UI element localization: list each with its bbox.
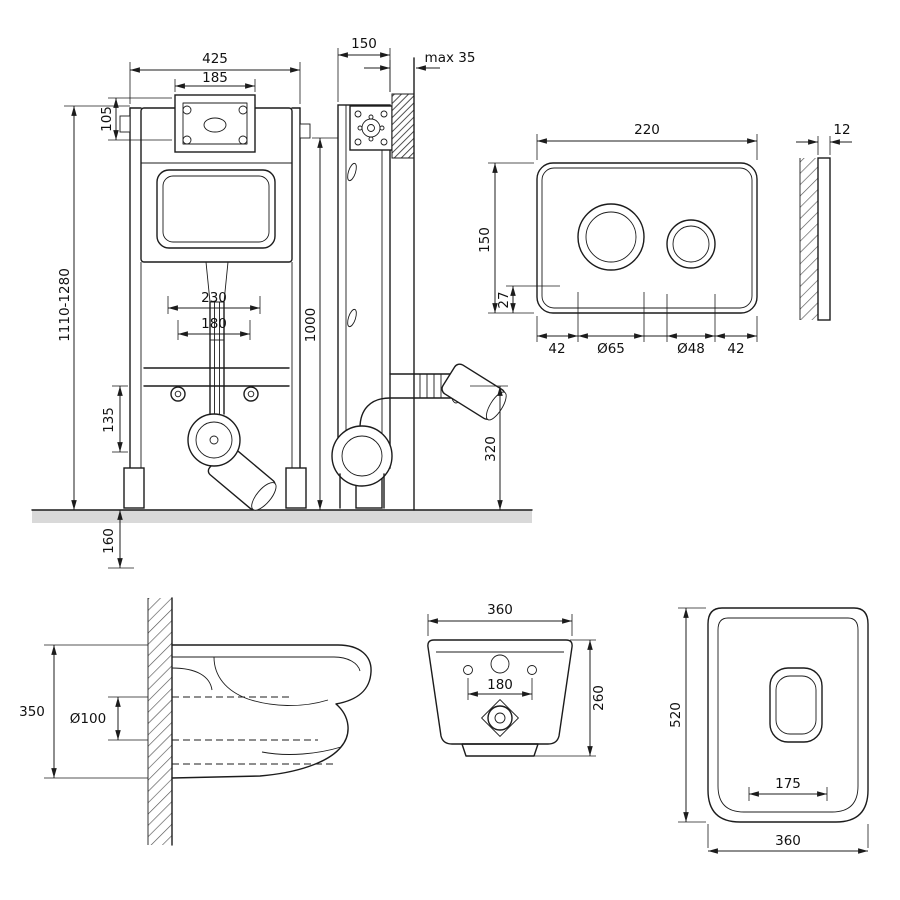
dim-bowl-front-width: 360 [487, 602, 513, 618]
frame-foot-right [285, 467, 307, 509]
frame-side-rail [337, 104, 391, 469]
cistern-tank [156, 169, 276, 249]
view-flush-plate: 220 150 27 42 Ø65 Ø48 42 [477, 122, 758, 357]
dim-frame-depth: 150 [351, 36, 377, 52]
wall-hatch [800, 158, 818, 320]
bowl-top-outline [707, 607, 869, 823]
bowl-profile [171, 644, 372, 779]
access-box [174, 94, 256, 153]
dim-access-height: 105 [99, 106, 115, 132]
frame-left-clip [119, 115, 131, 133]
fixing-bolt-right [243, 386, 259, 402]
dim-plate-offset: 27 [496, 291, 512, 308]
view-bowl-front: 360 180 260 [427, 602, 607, 757]
dim-frame-width: 425 [202, 51, 228, 67]
dim-plate-thickness: 12 [833, 122, 850, 138]
drain-hole [487, 705, 513, 731]
view-bowl-side: 350 Ø100 [19, 597, 372, 846]
dim-230: 230 [201, 290, 227, 306]
dim-small-button-diameter: Ø48 [677, 341, 705, 357]
frame-right-clip [299, 123, 311, 139]
dim-hole-spacing: 180 [487, 677, 513, 693]
dim-frame-height: 1000 [303, 308, 319, 342]
flush-plate [536, 162, 758, 314]
fixing-bolt-left [170, 386, 186, 402]
dim-bowl-front-height: 260 [591, 685, 607, 711]
drain-diamond [481, 699, 519, 737]
mount-hole-right [527, 665, 537, 675]
view-plate-side: 12 [796, 122, 852, 321]
dim-plate-right-margin: 42 [727, 341, 744, 357]
wall-hatch-side [148, 598, 172, 845]
dim-bowl-length: 520 [668, 702, 684, 728]
dim-wall-gap: max 35 [425, 50, 476, 66]
dim-plate-height: 150 [477, 227, 493, 253]
wall-bracket-block [391, 93, 415, 159]
view-bowl-top: 520 175 360 [668, 607, 869, 854]
view-frame-front: 425 185 105 1110-1280 230 180 135 160 [57, 51, 311, 569]
view-frame-side: 150 max 35 1000 320 [303, 36, 508, 511]
dim-180: 180 [201, 316, 227, 332]
dim-frame-height-range: 1110-1280 [57, 268, 73, 342]
bowl-front-outline [427, 639, 573, 745]
dim-bowl-top-width: 360 [775, 833, 801, 849]
dim-outlet-height: 320 [483, 436, 499, 462]
mount-hole-left [463, 665, 473, 675]
frame-foot-left [123, 467, 145, 509]
dim-135: 135 [101, 407, 117, 433]
bowl-opening [769, 667, 823, 743]
plate-profile [817, 157, 831, 321]
dim-bowl-height: 350 [19, 704, 45, 720]
inlet-hole [490, 654, 510, 674]
dim-big-button-diameter: Ø65 [597, 341, 625, 357]
mounting-plate [349, 105, 393, 151]
dim-plate-width: 220 [634, 122, 660, 138]
dim-drain-diameter: Ø100 [70, 711, 106, 727]
dim-160: 160 [101, 528, 117, 554]
dim-access-width: 185 [202, 70, 228, 86]
floor-line [31, 509, 533, 523]
dim-plate-left-margin: 42 [548, 341, 565, 357]
dim-seat-width: 175 [775, 776, 801, 792]
